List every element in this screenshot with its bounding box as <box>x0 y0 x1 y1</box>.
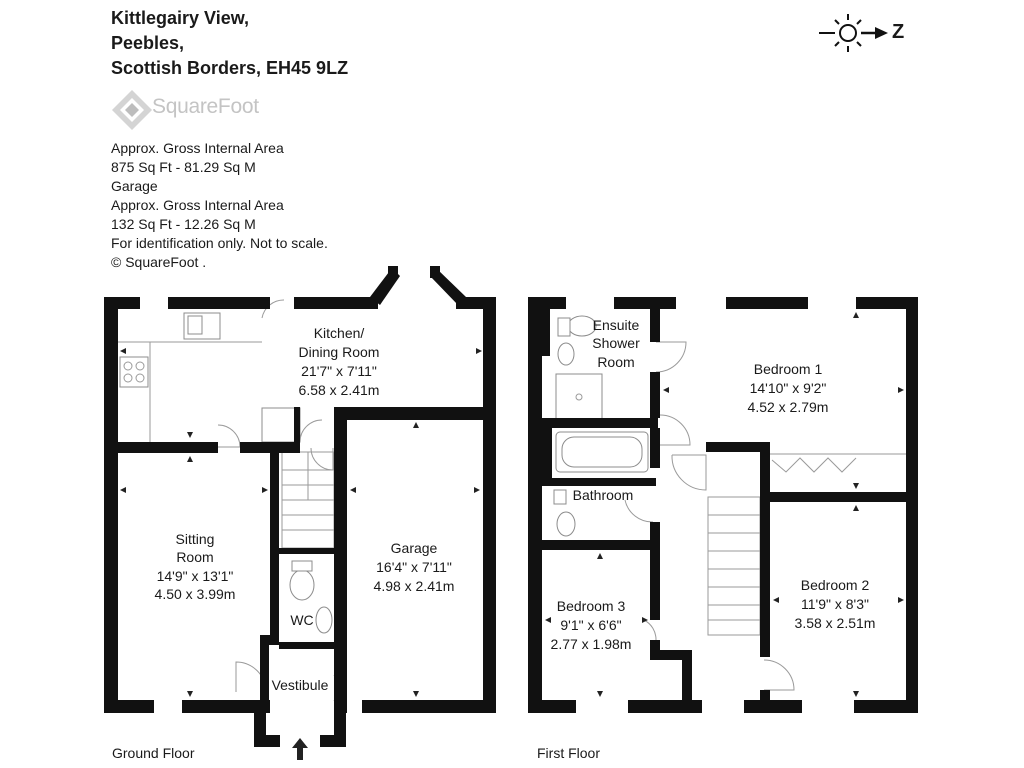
squarefoot-logo: SquareFoot <box>110 88 285 132</box>
kitchen-name-line-2: Dining Room <box>299 344 380 360</box>
kitchen-label: Kitchen/ Dining Room 21'7" x 7'11" 6.58 … <box>299 325 380 398</box>
bedroom-1-label: Bedroom 1 14'10" x 9'2" 4.52 x 2.79m <box>748 361 829 415</box>
first-floor-door-swings <box>624 341 795 691</box>
ensuite-name-line-3: Room <box>597 354 634 370</box>
area-info-line-6: For identification only. Not to scale. <box>111 235 328 251</box>
first-floor-dimension-marks <box>545 312 904 697</box>
area-info-line-4: Approx. Gross Internal Area <box>111 197 284 213</box>
ensuite-name-line-2: Shower <box>592 335 640 351</box>
kitchen-dimensions-metric: 6.58 x 2.41m <box>299 382 380 398</box>
sitting-room-dimensions-imperial: 14'9" x 13'1" <box>157 568 234 584</box>
ground-floor-dimension-marks <box>120 348 482 697</box>
sitting-room-label: Sitting Room 14'9" x 13'1" 4.50 x 3.99m <box>155 531 236 602</box>
area-info-line-7: © SquareFoot . <box>111 254 207 270</box>
ensuite-label: Ensuite Shower Room <box>592 317 640 370</box>
kitchen-name-line-1: Kitchen/ <box>314 325 365 341</box>
bedroom-1-dimensions-metric: 4.52 x 2.79m <box>748 399 829 415</box>
first-floor-plan: Ensuite Shower Room Bedroom 1 14'10" x 9… <box>528 297 918 761</box>
garage-dimensions-imperial: 16'4" x 7'11" <box>376 559 452 575</box>
bedroom-3-dimensions-imperial: 9'1" x 6'6" <box>560 617 621 633</box>
wc-fixtures <box>289 560 333 634</box>
ground-floor-walls <box>104 266 496 747</box>
first-floor-walls <box>528 297 918 713</box>
sitting-room-name-line-2: Room <box>176 549 213 565</box>
bedroom-3-dimensions-metric: 2.77 x 1.98m <box>551 636 632 652</box>
bedroom-2-name: Bedroom 2 <box>801 577 870 593</box>
address-line-3: Scottish Borders, EH45 9LZ <box>111 58 349 78</box>
garage-dimensions-metric: 4.98 x 2.41m <box>374 578 455 594</box>
ensuite-name-line-1: Ensuite <box>593 317 640 333</box>
area-info-line-2: 875 Sq Ft - 81.29 Sq M <box>111 159 256 175</box>
kitchen-units <box>118 312 301 443</box>
ground-floor-label: Ground Floor <box>112 745 195 761</box>
bedroom-1-name: Bedroom 1 <box>754 361 823 377</box>
bathroom-label: Bathroom <box>573 487 634 503</box>
sun-compass-icon <box>819 14 888 52</box>
area-info-line-5: 132 Sq Ft - 12.26 Sq M <box>111 216 256 232</box>
logo-text: SquareFoot <box>152 95 259 118</box>
bedroom-2-dimensions-metric: 3.58 x 2.51m <box>795 615 876 631</box>
entrance-arrow-icon <box>292 738 308 760</box>
first-floor-stairs <box>707 496 761 636</box>
area-information: Approx. Gross Internal Area 875 Sq Ft - … <box>111 139 328 272</box>
bedroom-2-label: Bedroom 2 11'9" x 8'3" 3.58 x 2.51m <box>795 577 876 631</box>
bedroom-3-name: Bedroom 3 <box>557 598 626 614</box>
ground-floor-stairs <box>281 451 335 549</box>
address-line-2: Peebles, <box>111 33 185 53</box>
garage-name: Garage <box>391 540 438 556</box>
ensuite-fixtures <box>555 315 603 421</box>
bedroom-2-dimensions-imperial: 11'9" x 8'3" <box>801 596 869 612</box>
bathroom-fixtures <box>553 431 649 537</box>
sitting-room-name-line-1: Sitting <box>176 531 215 547</box>
garage-label: Garage 16'4" x 7'11" 4.98 x 2.41m <box>374 540 455 594</box>
sitting-room-dimensions-metric: 4.50 x 3.99m <box>155 586 236 602</box>
bedroom-1-dimensions-imperial: 14'10" x 9'2" <box>750 380 827 396</box>
bedroom-3-label: Bedroom 3 9'1" x 6'6" 2.77 x 1.98m <box>551 598 632 652</box>
squarefoot-logo-icon <box>112 90 152 130</box>
first-floor-label: First Floor <box>537 745 600 761</box>
bedroom-1-wardrobe <box>767 453 908 497</box>
area-info-line-1: Approx. Gross Internal Area <box>111 140 284 156</box>
area-info-line-3: Garage <box>111 178 158 194</box>
kitchen-dimensions-imperial: 21'7" x 7'11" <box>301 363 377 379</box>
address-line-1: Kittlegairy View, <box>111 8 250 28</box>
property-address: Kittlegairy View, Peebles, Scottish Bord… <box>111 6 348 81</box>
wc-label: WC <box>290 612 313 628</box>
compass: Z <box>815 8 915 58</box>
vestibule-label: Vestibule <box>272 677 329 693</box>
compass-direction-label: Z <box>892 21 905 43</box>
ground-floor-plan: Kitchen/ Dining Room 21'7" x 7'11" 6.58 … <box>104 266 496 761</box>
